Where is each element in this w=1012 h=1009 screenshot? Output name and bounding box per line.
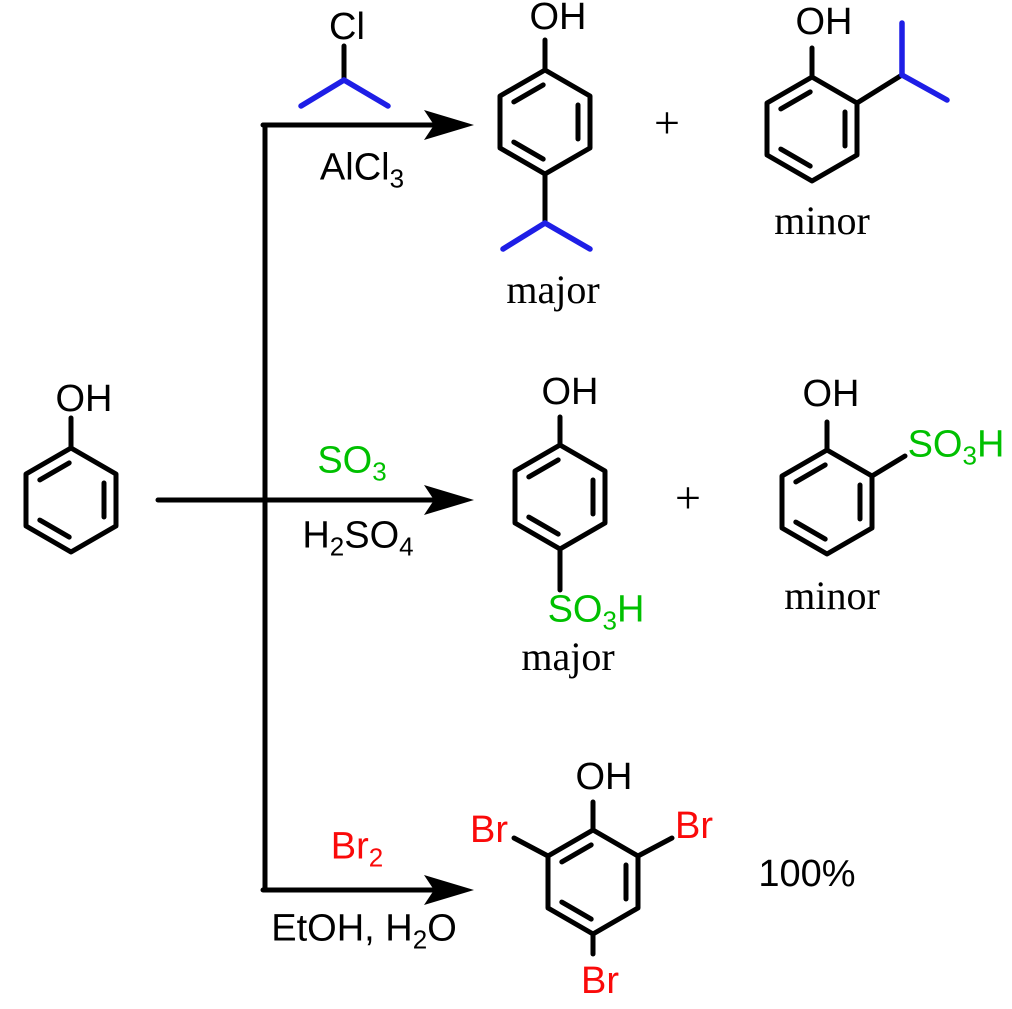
br2-reagent-label: Br2 — [330, 825, 384, 873]
minor1-label: minor — [774, 198, 870, 243]
br-bond — [511, 835, 551, 859]
yield-label: 100% — [758, 853, 856, 895]
isopropyl-chloride-structure — [298, 43, 391, 109]
ortho-phenolsulfonic-acid-structure — [782, 419, 908, 554]
major1-label: major — [506, 267, 600, 312]
sulfo-bond — [869, 453, 908, 479]
chloride-label: Cl — [329, 6, 365, 48]
alcl3-catalyst-label: AlCl3 — [319, 146, 405, 194]
ortho-isopropylphenol-structure — [767, 20, 950, 181]
methyl-bond — [500, 220, 548, 252]
ipso-bond — [854, 72, 905, 106]
phenol-structure — [26, 415, 116, 552]
para-phenolsulfonic-acid-structure — [515, 414, 605, 593]
methyl-bond — [899, 72, 950, 103]
methyl-bond — [542, 220, 593, 252]
methyl-bond — [341, 77, 391, 109]
etoh-h2o-label: EtOH, H2O — [271, 907, 457, 955]
h2so4-label: H2SO4 — [302, 514, 414, 562]
major2-oh-label: OH — [541, 371, 599, 413]
minor2-oh-label: OH — [802, 373, 860, 415]
plus-sign: + — [654, 97, 680, 148]
minor2-label: minor — [784, 573, 880, 618]
reaction-arrow-bromination — [260, 875, 474, 905]
br-left-label: Br — [470, 809, 508, 851]
br-right-label: Br — [675, 805, 713, 847]
plus-sign: + — [675, 472, 701, 523]
major2-label: major — [521, 634, 615, 679]
br-bottom-label: Br — [581, 960, 619, 1002]
minor1-oh-label: OH — [795, 1, 853, 43]
minor2-so3h-label: SO3H — [907, 423, 1005, 471]
major1-oh-label: OH — [529, 0, 587, 38]
phenol-oh-label: OH — [55, 378, 113, 420]
so3-reagent-label: SO3 — [317, 439, 387, 487]
major2-so3h-label: SO3H — [547, 588, 645, 636]
br-bond — [635, 835, 675, 859]
reaction-arrow-sulfonation — [155, 485, 474, 515]
para-isopropylphenol-structure — [500, 37, 593, 252]
tribromophenol-structure — [511, 799, 675, 957]
reaction-arrow-alkylation — [260, 110, 474, 140]
methyl-bond — [298, 77, 347, 109]
tribromo-oh-label: OH — [575, 756, 633, 798]
